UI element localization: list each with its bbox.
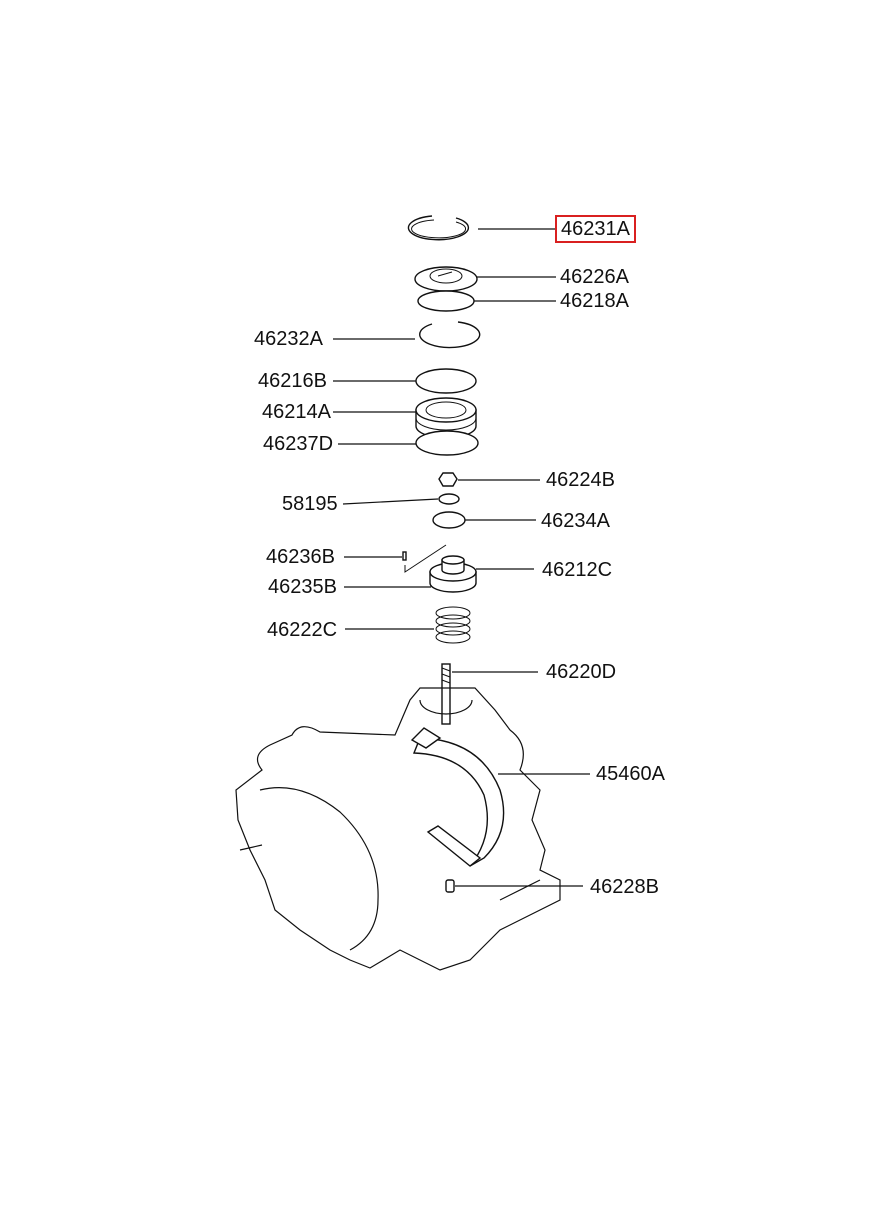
pin-46236B[interactable] (402, 551, 407, 561)
o-ring-46237D[interactable] (415, 430, 479, 456)
part-label-46224B[interactable]: 46224B (546, 469, 615, 491)
part-label-46228B[interactable]: 46228B (590, 876, 659, 898)
snap-ring-46232A[interactable] (419, 321, 481, 349)
part-label-46216B[interactable]: 46216B (258, 370, 327, 392)
washer-58195[interactable] (438, 493, 460, 505)
part-label-46236B[interactable]: 46236B (266, 546, 335, 568)
part-label-46235B[interactable]: 46235B (268, 576, 337, 598)
part-label-46212C[interactable]: 46212C (542, 559, 613, 581)
ring-46234A[interactable] (432, 511, 466, 529)
seal-ring-46216B[interactable] (415, 368, 477, 394)
piston-rod-46220D[interactable] (441, 663, 451, 725)
part-label-46226A[interactable]: 46226A (560, 266, 629, 288)
brake-band-45460A[interactable] (410, 727, 505, 867)
part-label-45460A[interactable]: 45460A (596, 763, 665, 785)
leader-58195 (342, 498, 439, 505)
part-label-46222C[interactable]: 46222C (267, 619, 338, 641)
nut-46224B[interactable] (438, 472, 458, 487)
part-label-46232A[interactable]: 46232A (254, 328, 323, 350)
transmission-case (235, 687, 561, 971)
spring-46222C[interactable] (435, 606, 471, 644)
snap-ring-46231A[interactable] (407, 215, 470, 241)
part-label-46234A[interactable]: 46234A (541, 510, 610, 532)
retainer-46212C[interactable] (429, 555, 477, 593)
o-ring-46218A[interactable] (417, 290, 475, 312)
part-label-46231A[interactable]: 46231A (555, 215, 636, 243)
part-label-46214A[interactable]: 46214A (262, 401, 331, 423)
part-label-58195[interactable]: 58195 (282, 493, 338, 515)
piston-46214A[interactable] (415, 397, 477, 439)
servo-cover-46226A[interactable] (414, 266, 478, 292)
part-label-46237D[interactable]: 46237D (263, 433, 334, 455)
part-label-46218A[interactable]: 46218A (560, 290, 629, 312)
part-label-46220D[interactable]: 46220D (546, 661, 617, 683)
pin-46228B[interactable] (445, 879, 455, 893)
